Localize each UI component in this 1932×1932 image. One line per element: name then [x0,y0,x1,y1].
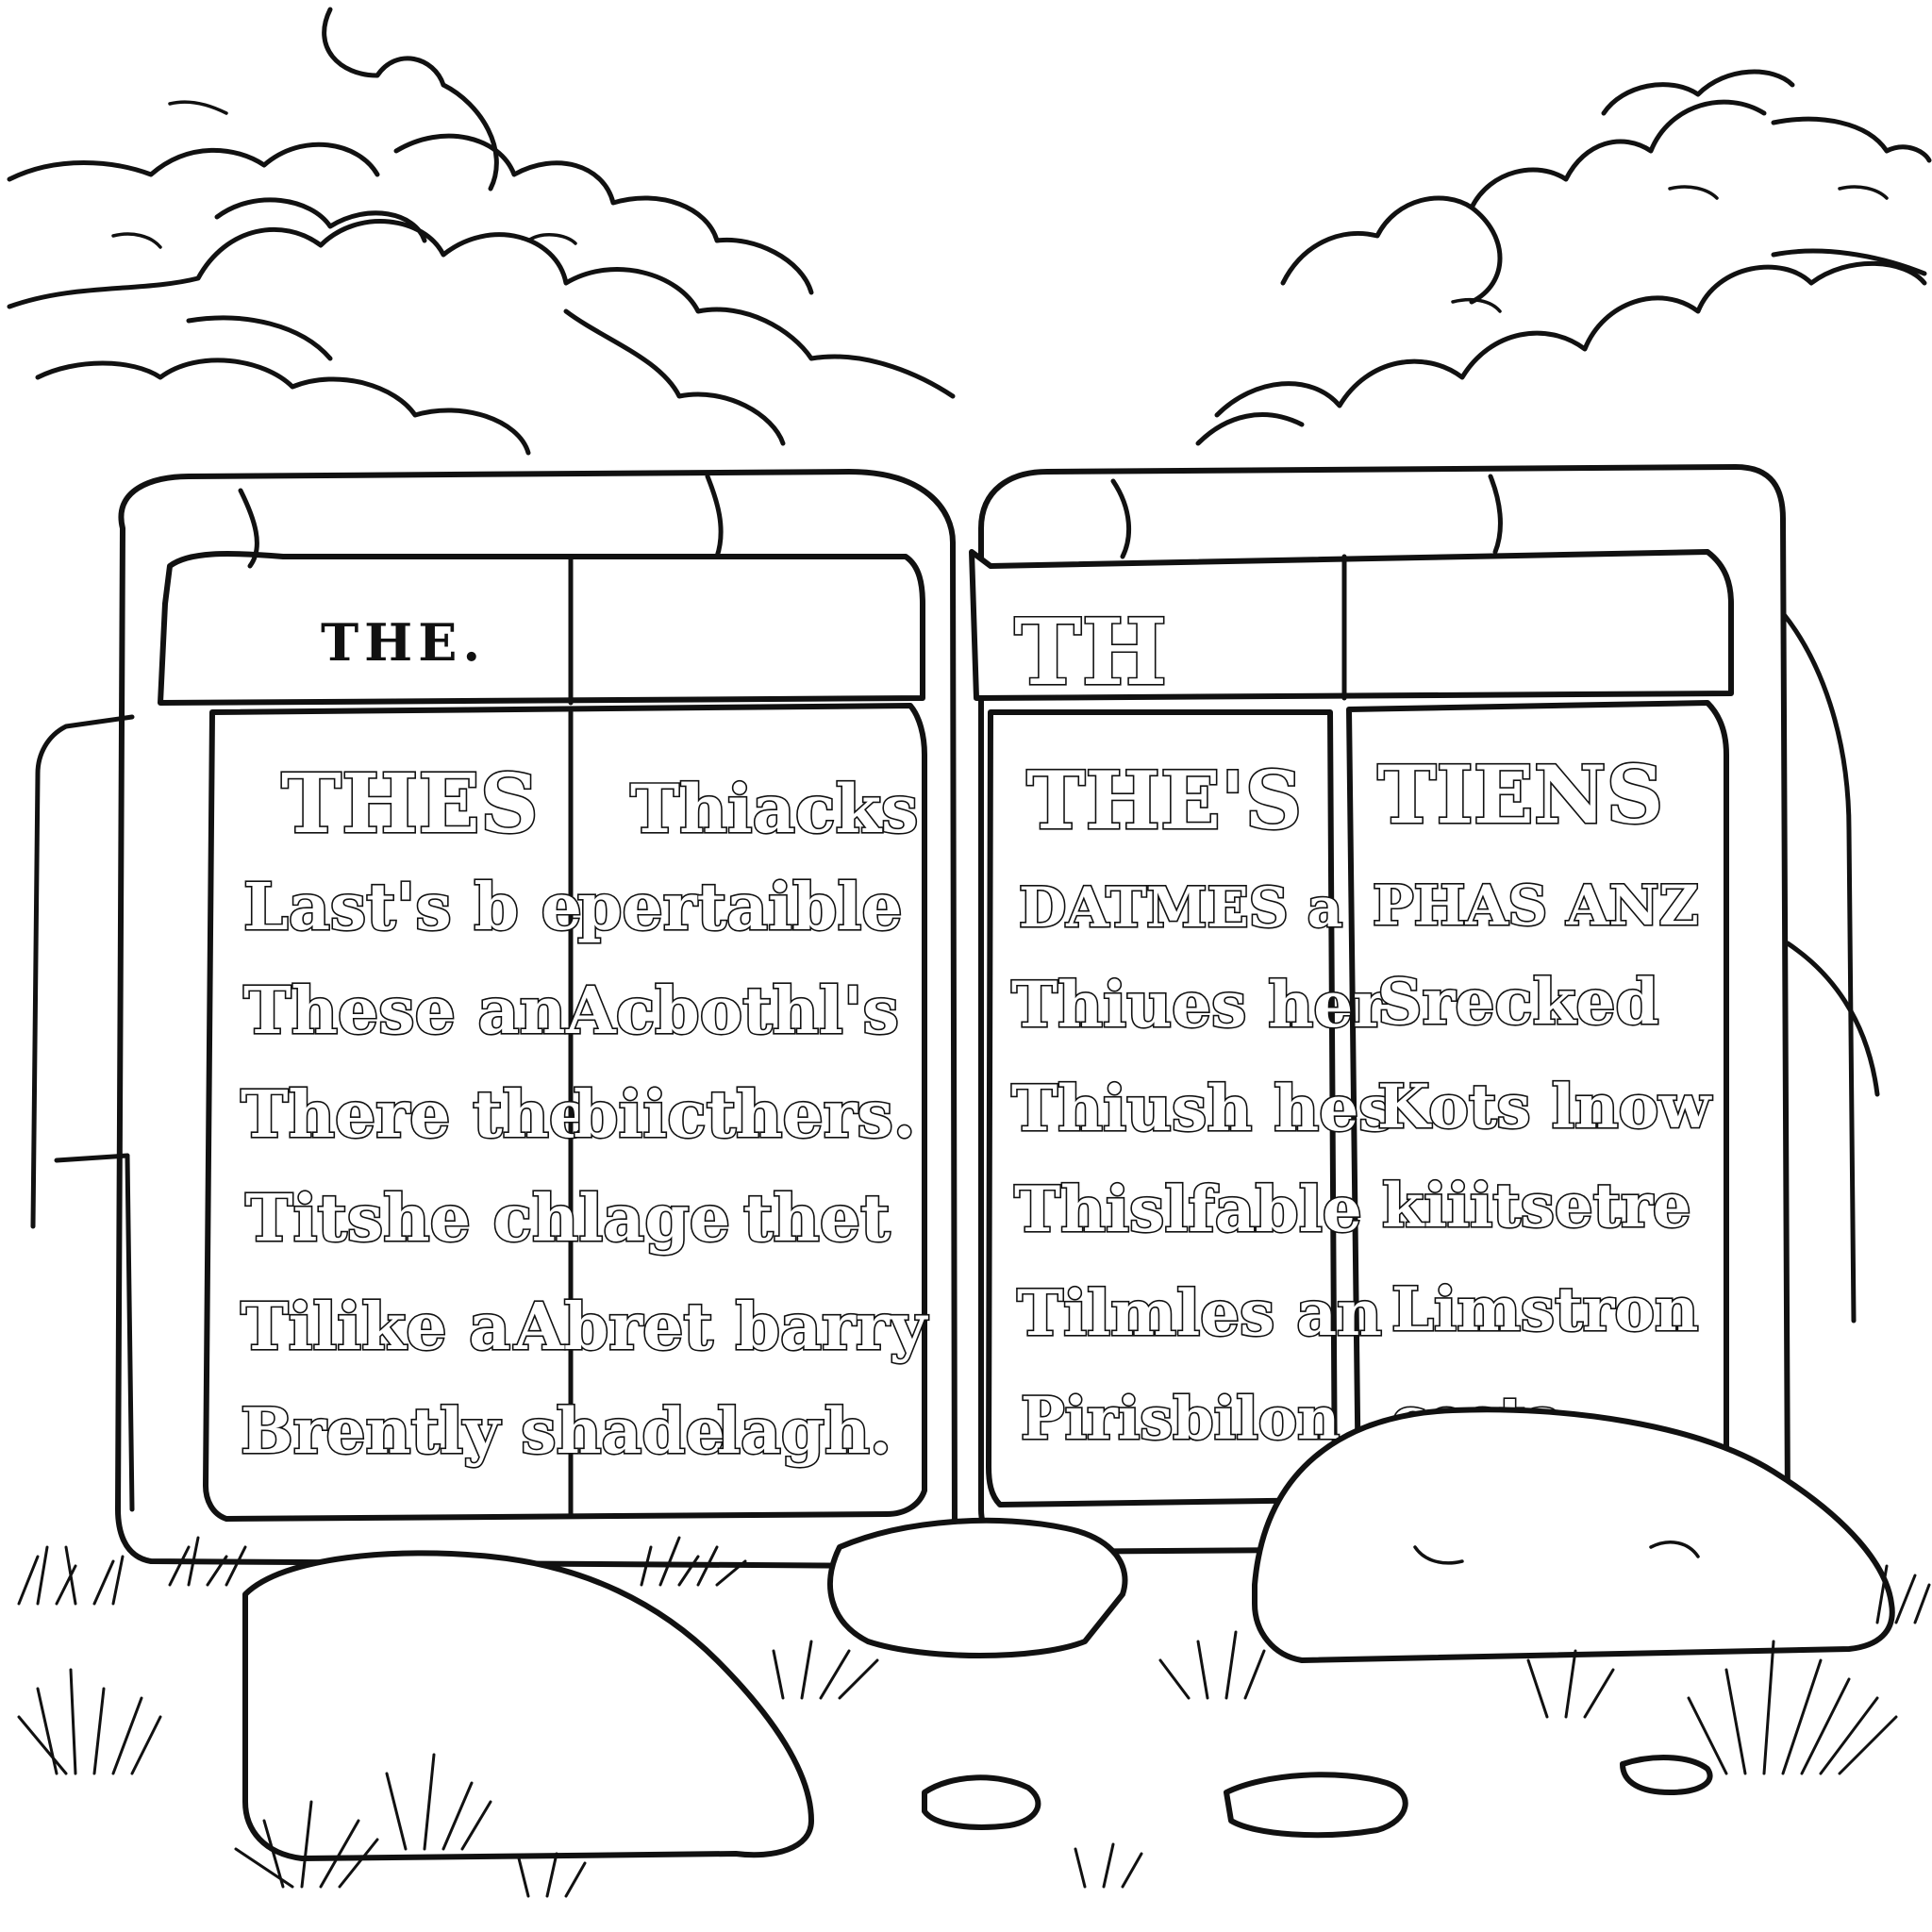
right-col1-line-5: Tilmles an [1017,1276,1382,1350]
rocks [242,1407,1895,1861]
right-tablet [969,464,1880,1555]
left-top-label: THE. [321,612,486,673]
right-col1-line-2: Thiues her [1011,968,1387,1041]
right-col1-line-6: Pirisbilon [1021,1384,1340,1453]
left-col2-head: Thiacks [630,770,918,848]
right-col2-line-5: Limstron [1391,1274,1699,1345]
left-col1-head: THES [281,757,539,852]
right-col2-line-3: Kots lnow [1377,1072,1712,1142]
right-tablet-text: TH THE'S TIENS DATMES a Thiues her Thius… [1009,597,1714,1454]
right-col1-line-3: Thiush hes [1011,1072,1393,1145]
left-line-5a: Tilike a [241,1290,510,1365]
left-line-6a: Brently shade [241,1394,724,1468]
right-col2-line-1: PHAS ANZ [1373,874,1699,938]
left-tablet [30,469,958,1569]
right-col2-line-4: kiiitsetre [1382,1171,1691,1241]
right-col1-head: THE'S [1026,754,1302,847]
left-line-1b: pertaible [577,870,903,945]
left-line-3b: biicthers. [574,1077,916,1153]
right-col2-line-2: Srecked [1377,965,1658,1039]
left-line-5b: Abret barry [513,1290,929,1365]
right-col1-line-4: Thislfable [1014,1173,1362,1246]
left-tablet-text: THE. THES Thiacks Last's b e pertaible T… [239,612,930,1470]
clouds [7,7,1932,456]
right-col2-head: TIENS [1377,748,1663,841]
left-line-2a: These an [243,974,566,1049]
grass [17,1536,1931,1898]
left-line-6b: lagh. [717,1394,891,1468]
right-top-label: TH [1014,599,1167,706]
left-line-4a: Titshe chlage [245,1181,730,1257]
left-line-2b: Acbothl's [565,974,899,1049]
left-line-1a: Last's b e [243,870,582,945]
left-line-3a: There the [241,1077,590,1153]
right-col1-line-1: DATMES a [1019,875,1342,940]
left-line-4b: thet [743,1181,891,1257]
